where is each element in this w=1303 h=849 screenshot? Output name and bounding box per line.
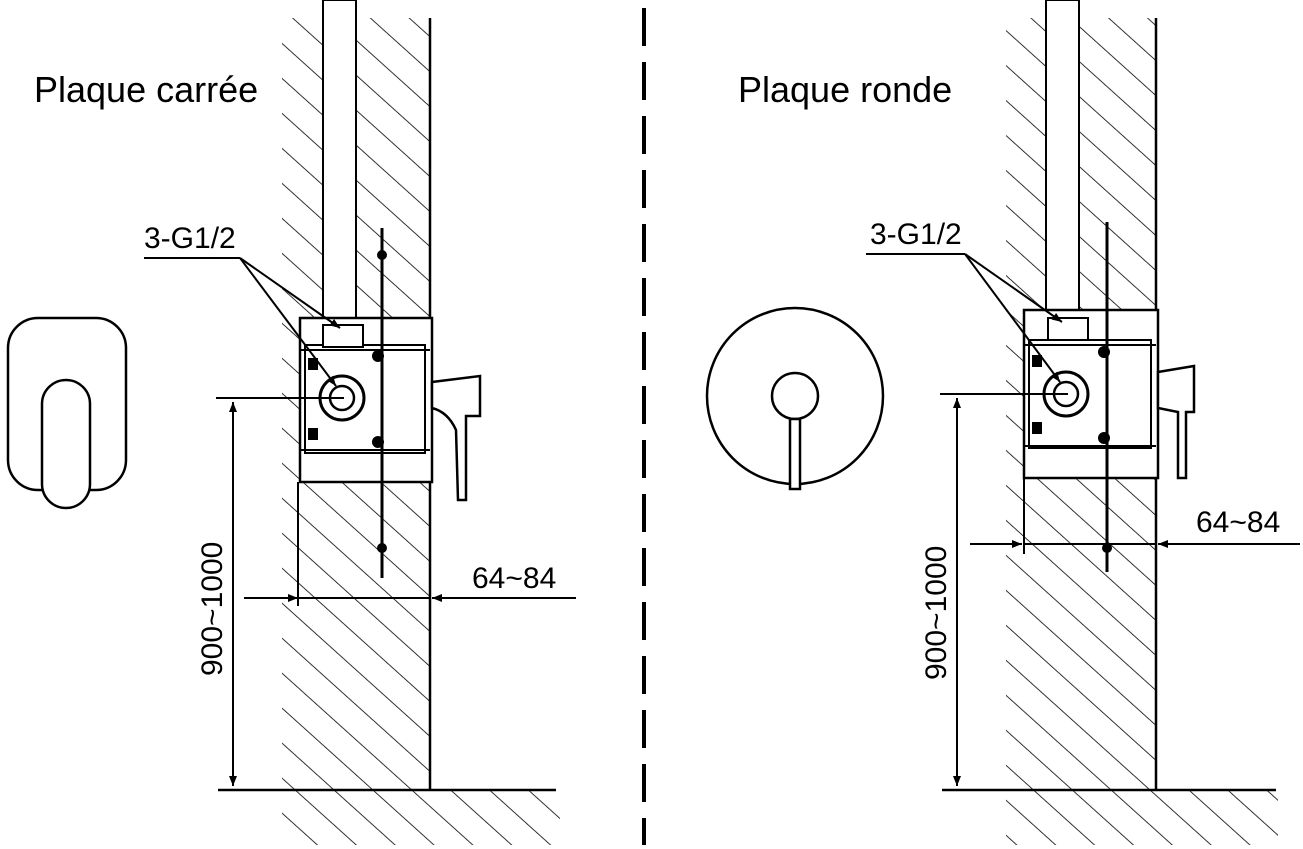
left-height-dimension: 900~1000 [196,397,344,786]
left-valve-body [298,228,482,578]
right-height-dimension: 900~1000 [920,393,1068,786]
round-plate-icon [705,306,885,491]
left-connection-label: 3-G1/2 [144,222,236,255]
right-depth-dimension: 64~84 [970,478,1300,554]
right-panel: Plaque ronde [705,0,1300,845]
right-connection-callout: 3-G1/2 [866,218,1063,383]
left-connection-callout: 3-G1/2 [144,222,341,387]
right-connection-label: 3-G1/2 [870,218,962,251]
right-depth-label: 64~84 [1196,506,1280,539]
right-title: Plaque ronde [738,69,952,110]
square-plate-icon [6,316,128,510]
left-depth-dimension: 64~84 [244,482,576,606]
left-title: Plaque carrée [34,69,258,110]
left-height-label: 900~1000 [196,542,229,676]
left-panel: Plaque carrée [6,0,576,845]
left-depth-label: 64~84 [472,562,556,595]
right-height-label: 900~1000 [920,546,953,680]
